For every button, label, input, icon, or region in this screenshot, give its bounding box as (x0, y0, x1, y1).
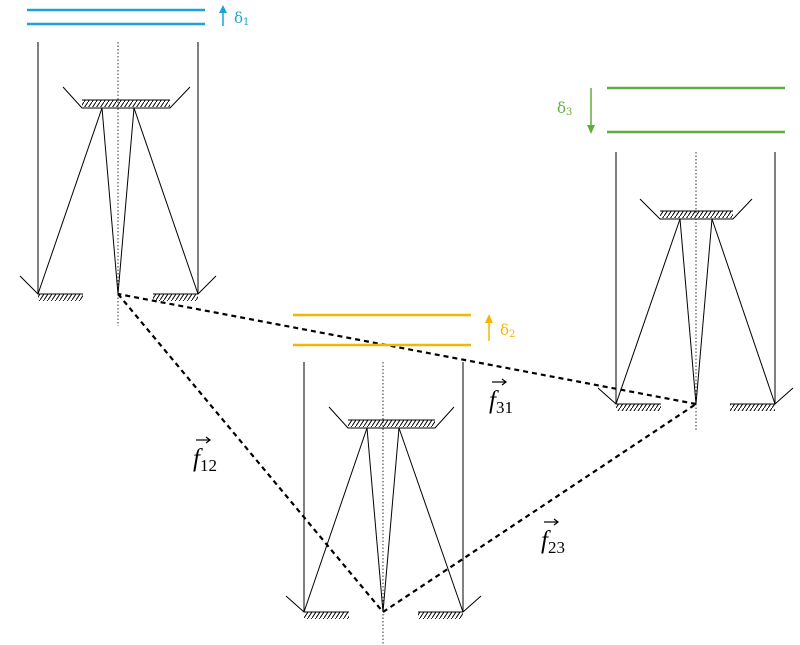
force-line-12 (117, 293, 384, 613)
force-triangle (117, 292, 697, 613)
delta-2-indicator: δ2 (293, 313, 515, 347)
vector-arrow-icon (544, 518, 559, 526)
arrow-up-icon (485, 314, 493, 341)
vector-arrow-icon (492, 378, 507, 386)
structure-1 (19, 42, 217, 326)
delta-3-label: δ3 (557, 99, 572, 118)
force-label-23: f23 (541, 518, 565, 557)
force-line-31 (117, 292, 697, 406)
svg-text:f12: f12 (193, 445, 217, 475)
vector-arrow-icon (196, 436, 211, 444)
delta-3-indicator: δ3 (557, 86, 785, 134)
force-label-12: f12 (193, 436, 217, 475)
arrow-up-icon (219, 5, 227, 26)
delta-1-indicator: δ1 (27, 5, 249, 28)
delta-2-label: δ2 (500, 321, 515, 340)
force-label-31: f31 (489, 378, 513, 417)
svg-text:f31: f31 (489, 387, 513, 417)
delta-1-label: δ1 (234, 9, 249, 28)
structure-2 (285, 362, 482, 645)
structure-3 (597, 152, 794, 432)
force-line-23 (382, 403, 697, 613)
arrow-down-icon (587, 88, 595, 134)
svg-text:f23: f23 (541, 527, 565, 557)
